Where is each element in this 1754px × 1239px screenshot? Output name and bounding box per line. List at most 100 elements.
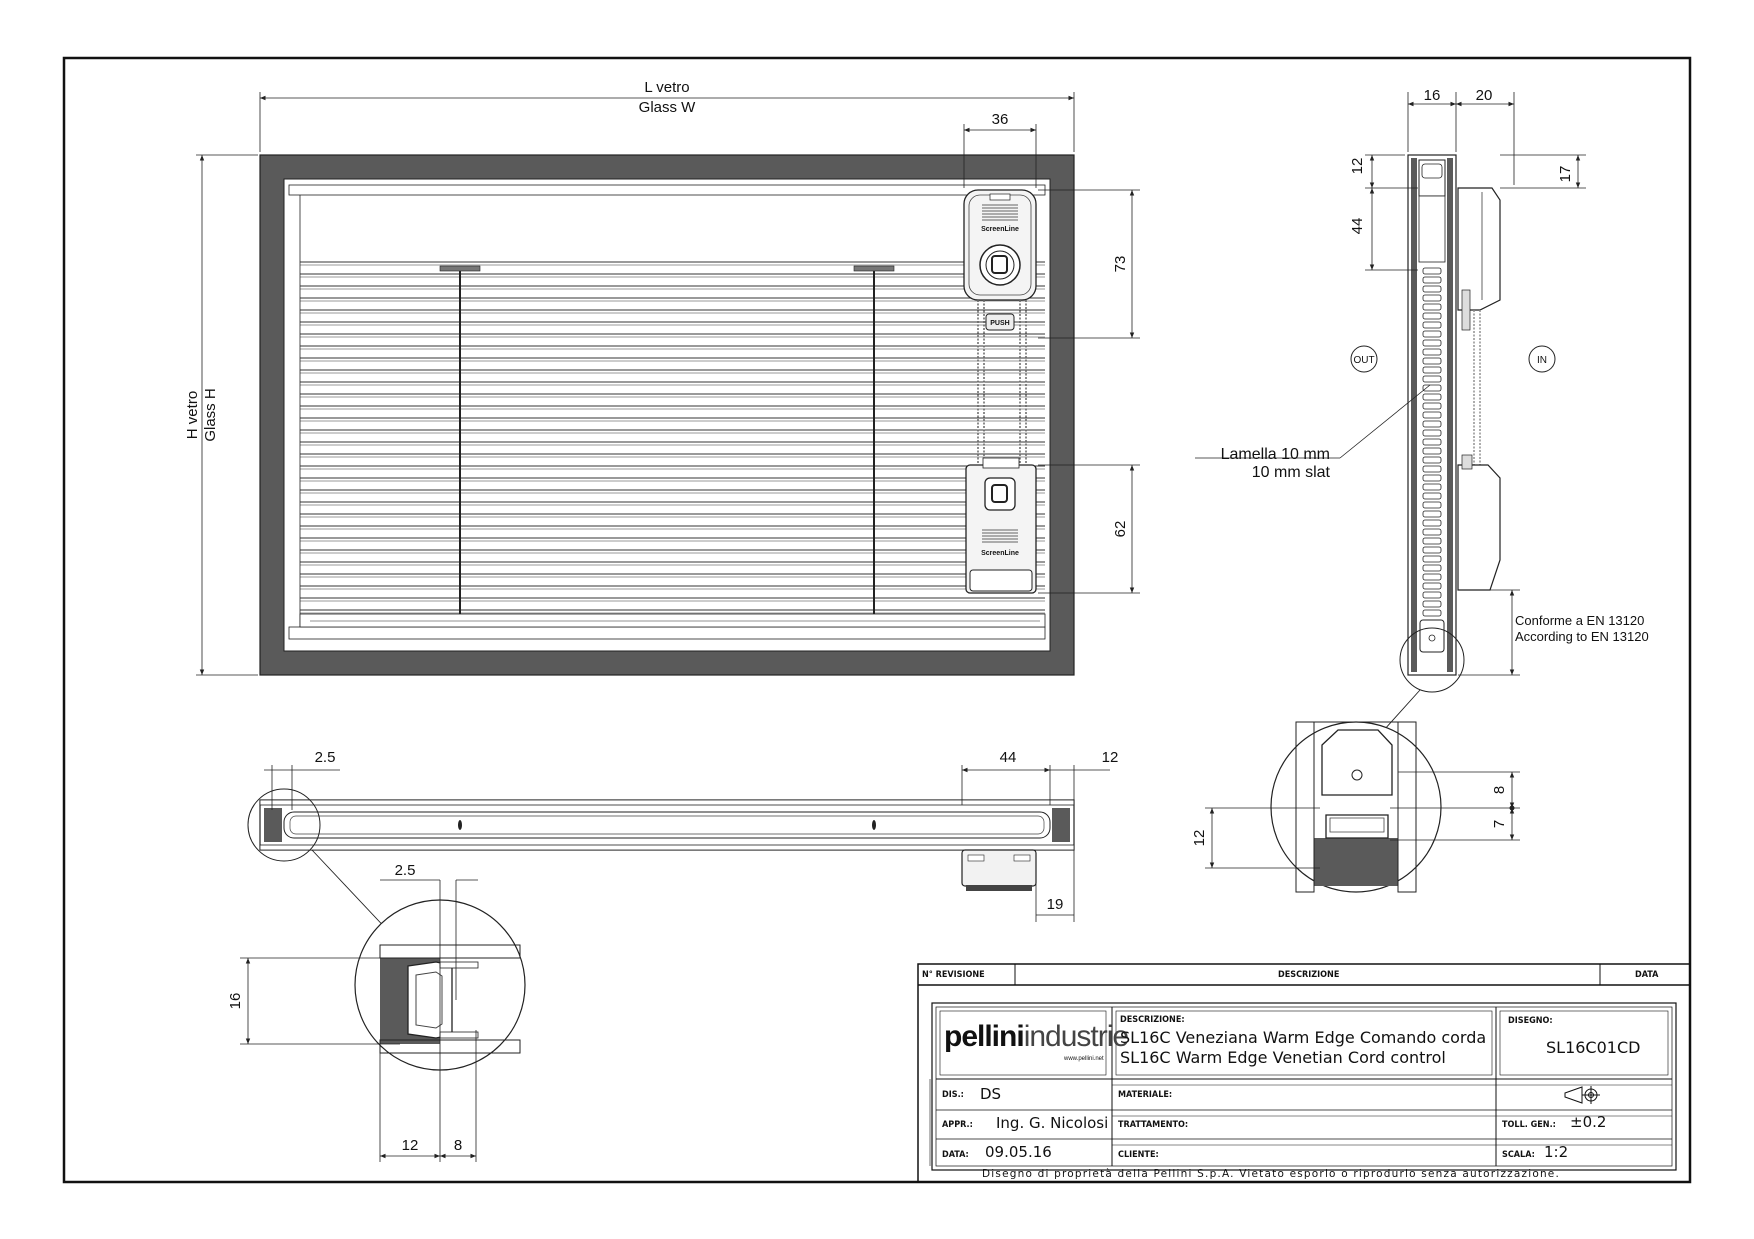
- brand-bottom-text: ScreenLine: [981, 550, 1019, 557]
- slat-section: [1422, 312, 1442, 320]
- brand-top-text: ScreenLine: [981, 226, 1019, 233]
- dis-value: DS: [980, 1085, 1002, 1103]
- slat-section: [1422, 555, 1442, 563]
- logo-url: www.pellini.net: [1064, 1056, 1104, 1062]
- control-module-bottom: ScreenLine: [965, 457, 1037, 594]
- scale-value: 1:2: [1544, 1143, 1569, 1161]
- date-header: DATA: [1635, 970, 1659, 980]
- slat-section: [1422, 420, 1442, 428]
- slat-section: [1422, 267, 1442, 275]
- slat-section: [1422, 501, 1442, 509]
- slat-section: [1422, 285, 1442, 293]
- slat-section: [1422, 492, 1442, 500]
- plan-view: 2.5 44 12 19 2.5 16: [227, 749, 1118, 1162]
- height-label-it: H vetro: [184, 391, 201, 439]
- dim-12-section: 12: [1349, 158, 1366, 175]
- p-logo-icon-bottom: [991, 484, 1008, 503]
- slat-section: [1422, 510, 1442, 518]
- treatment-label: TRATTAMENTO:: [1118, 1120, 1189, 1130]
- desc-header: DESCRIZIONE: [1278, 970, 1340, 980]
- slat-section: [1422, 294, 1442, 302]
- slat-section: [1422, 528, 1442, 536]
- slat-section: [1422, 348, 1442, 356]
- logo-light: industrie: [1023, 1020, 1129, 1053]
- ownership-footer: Disegno di proprietà della Pellini S.p.A…: [982, 1168, 1561, 1180]
- slat-section: [1422, 339, 1442, 347]
- dim-20-section: 20: [1476, 87, 1493, 104]
- slat-section: [1422, 276, 1442, 284]
- standard-it: Conforme a EN 13120: [1515, 613, 1644, 628]
- tolerance-value: ±0.2: [1570, 1113, 1607, 1131]
- in-label: IN: [1537, 355, 1547, 366]
- slat-section: [1422, 393, 1442, 401]
- height-label-en: Glass H: [202, 388, 219, 441]
- slat-section: [1422, 600, 1442, 608]
- appr-value: Ing. G. Nicolosi: [996, 1114, 1109, 1132]
- slat-section: [1422, 564, 1442, 572]
- detail-dim-16: 16: [227, 993, 244, 1010]
- slat-label-en: 10 mm slat: [1252, 464, 1331, 481]
- slat-section: [1422, 591, 1442, 599]
- slat-section: [1422, 429, 1442, 437]
- detail-section-bottom: [1270, 721, 1442, 893]
- width-label-en: Glass W: [639, 99, 697, 116]
- detail-dim-12-section: 12: [1191, 830, 1208, 847]
- drawing-number: SL16C01CD: [1546, 1038, 1641, 1057]
- detail-dim-2-5: 2.5: [395, 862, 416, 879]
- width-label-it: L vetro: [644, 79, 689, 96]
- dim-44-section: 44: [1349, 218, 1366, 235]
- front-view: ScreenLine PUSH ScreenLine: [184, 79, 1140, 676]
- slat-section: [1422, 447, 1442, 455]
- scale-label: SCALA:: [1502, 1150, 1535, 1160]
- side-section-view: 16 20 12 44 17 OUT IN Lamella 10 mm 10 m…: [1191, 87, 1649, 893]
- slat-section: [1422, 573, 1442, 581]
- slat-section: [1422, 465, 1442, 473]
- slat-section: [1422, 582, 1442, 590]
- dim-36: 36: [992, 111, 1009, 128]
- detail-dim-8-plan: 8: [454, 1137, 462, 1154]
- standard-en: According to EN 13120: [1515, 629, 1649, 644]
- dim-17-section: 17: [1557, 166, 1574, 183]
- detail-dim-7-section: 7: [1491, 820, 1508, 828]
- desc-label: DESCRIZIONE:: [1120, 1015, 1185, 1025]
- slat-section: [1422, 375, 1442, 383]
- title-block: [917, 963, 1691, 1183]
- slat-section: [1422, 402, 1442, 410]
- plan-dim-12: 12: [1102, 749, 1119, 766]
- plan-dim-2-5: 2.5: [315, 749, 336, 766]
- slat-section: [1422, 303, 1442, 311]
- dim-73: 73: [1112, 256, 1129, 273]
- dis-label: DIS.:: [942, 1090, 964, 1100]
- drawing-label: DISEGNO:: [1508, 1016, 1553, 1026]
- slat-section: [1422, 321, 1442, 329]
- slat-section: [1422, 330, 1442, 338]
- slat-section: [1422, 483, 1442, 491]
- desc-line2: SL16C Warm Edge Venetian Cord control: [1120, 1048, 1446, 1067]
- rev-header: N° REVISIONE: [922, 970, 985, 980]
- push-label: PUSH: [990, 320, 1009, 327]
- plan-dim-44: 44: [1000, 749, 1017, 766]
- control-module-top: ScreenLine PUSH: [963, 189, 1037, 331]
- detail-dim-8-section: 8: [1491, 786, 1508, 794]
- company-logo: pelliniindustrie: [944, 1020, 1129, 1053]
- slat-section: [1422, 384, 1442, 392]
- slat-section: [1422, 357, 1442, 365]
- dim-16-section: 16: [1424, 87, 1441, 104]
- slat-section: [1422, 438, 1442, 446]
- slat-section: [1422, 546, 1442, 554]
- data-label: DATA:: [942, 1150, 969, 1160]
- plan-dim-19: 19: [1047, 896, 1064, 913]
- slat-section: [1422, 537, 1442, 545]
- client-label: CLIENTE:: [1118, 1150, 1159, 1160]
- slat-section: [1422, 609, 1442, 617]
- slat-section: [1422, 366, 1442, 374]
- data-value: 09.05.16: [985, 1143, 1052, 1161]
- dim-62: 62: [1112, 521, 1129, 538]
- desc-line1: SL16C Veneziana Warm Edge Comando corda: [1120, 1028, 1487, 1047]
- slat-section: [1422, 519, 1442, 527]
- appr-label: APPR.:: [942, 1120, 973, 1130]
- tolerance-label: TOLL. GEN.:: [1502, 1120, 1556, 1130]
- slat-section: [1422, 474, 1442, 482]
- material-label: MATERIALE:: [1118, 1090, 1173, 1100]
